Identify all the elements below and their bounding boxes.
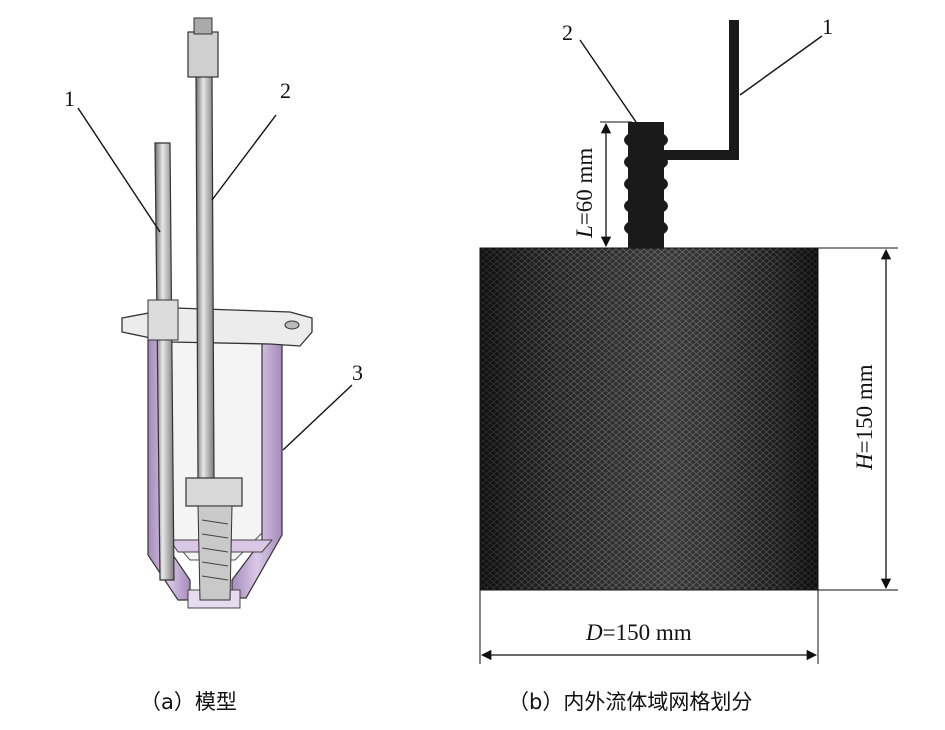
callout-a-3: 3 <box>352 360 363 385</box>
caption-a: （a）模型 <box>140 690 237 714</box>
mesh-domain <box>479 20 898 664</box>
dim-H-label: H=150 mm <box>852 364 877 471</box>
model-illustration <box>77 17 353 609</box>
coil <box>624 122 668 248</box>
rod-1 <box>154 142 175 581</box>
caption-b: （b）内外流体域网格划分 <box>508 690 753 714</box>
callout-b-2: 2 <box>562 20 573 45</box>
callout-a-1: 1 <box>64 86 75 111</box>
rod-2 <box>195 74 215 481</box>
dim-L-label: L=60 mm <box>572 148 597 239</box>
callout-b-1: 1 <box>822 14 833 39</box>
pipe <box>664 20 739 160</box>
callout-a-2: 2 <box>280 78 291 103</box>
dim-D-label: D=150 mm <box>585 620 692 645</box>
